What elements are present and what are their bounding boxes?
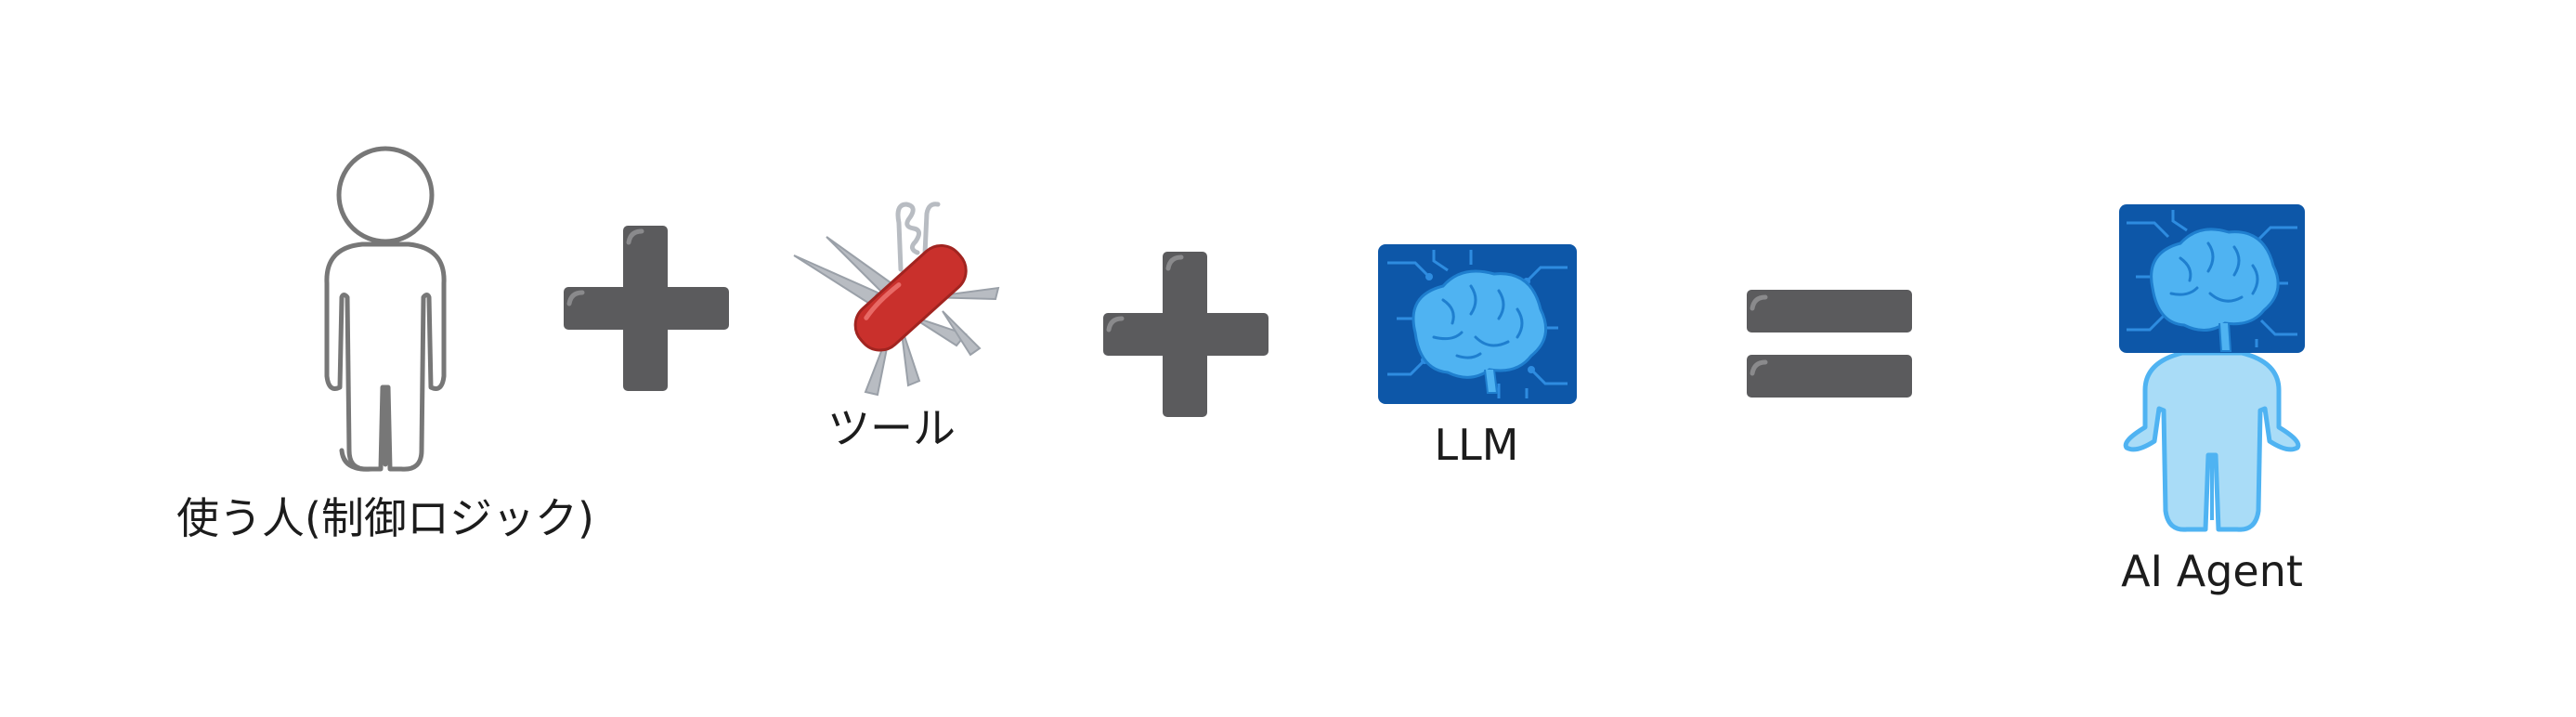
tool-figure [789,195,1003,399]
llm-label: LLM [1434,420,1519,470]
swiss-army-knife-icon [793,202,1000,397]
plus-operator-2 [1103,252,1268,417]
person-figure [316,144,455,478]
plus-operator-1 [564,226,729,391]
llm-figure [1378,244,1577,404]
agent-figure [2117,204,2307,534]
tool-label: ツール [827,403,956,453]
plus-icon [1103,252,1268,417]
equals-icon [1747,290,1912,398]
equals-operator [1747,290,1912,398]
person-outline-icon [324,146,447,472]
plus-icon [564,226,729,391]
agent-label: AI Agent [2121,546,2303,596]
brain-circuit-icon [1378,244,1577,404]
ai-agent-robot-icon [2119,204,2305,532]
person-label: 使う人(制御ロジック) [176,493,594,543]
